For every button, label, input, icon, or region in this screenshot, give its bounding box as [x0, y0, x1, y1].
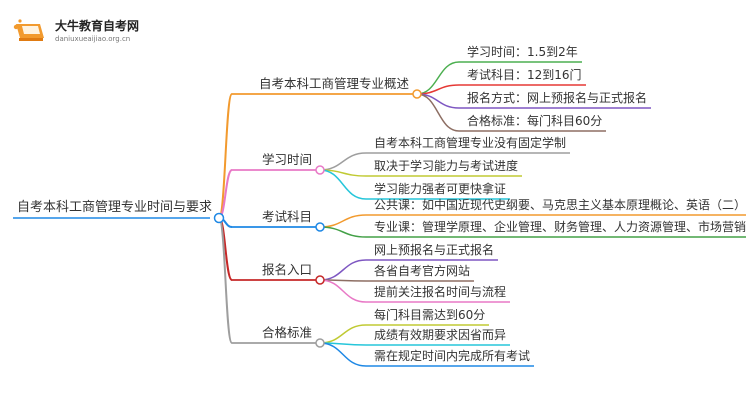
node-root — [213, 212, 225, 224]
node-branch-overview — [412, 89, 422, 99]
connector-leaf-pass-1 — [319, 324, 367, 344]
connector-leaf-study-1 — [319, 152, 367, 171]
node-branch-registration — [315, 275, 325, 285]
logo-name: 大牛教育自考网 — [55, 19, 140, 33]
root-node: 自考本科工商管理专业时间与要求 — [17, 200, 213, 215]
connector-root-branch-pass-standard — [218, 217, 233, 344]
leaf-overview-2: 考试科目：12到16门 — [467, 68, 582, 82]
node-branch-pass-standard — [315, 338, 325, 348]
leaf-reg-2: 各省自考官方网站 — [374, 264, 471, 278]
leaf-study-2: 取决于学习能力与考试进度 — [374, 159, 519, 173]
leaf-overview-4: 合格标准：每门科目60分 — [467, 114, 603, 128]
leaf-study-3: 学习能力强者可更快拿证 — [374, 182, 507, 196]
node-branch-study-time — [315, 165, 325, 175]
branch-exam-subjects: 考试科目 — [262, 209, 313, 224]
logo-url: daniuxueaijiao.org.cn — [55, 35, 131, 43]
connector-leaf-subjects-1 — [319, 214, 367, 228]
branch-registration: 报名入口 — [262, 262, 313, 277]
connector-leaf-subjects-2 — [319, 226, 367, 238]
leaf-overview-3: 报名方式：网上预报名与正式报名 — [467, 91, 648, 105]
connector-leaf-pass-3 — [319, 342, 367, 367]
logo-book-icon — [13, 19, 44, 41]
leaf-pass-1: 每门科目需达到60分 — [374, 308, 486, 322]
leaf-study-1: 自考本科工商管理专业没有固定学制 — [374, 136, 567, 150]
connector-leaf-reg-3 — [319, 279, 367, 303]
branch-overview: 自考本科工商管理专业概述 — [259, 76, 410, 91]
connector-leaf-study-3 — [319, 169, 367, 200]
leaf-subjects-2: 专业课：管理学原理、企业管理、财务管理、人力资源管理、市场营销 — [374, 220, 747, 234]
connector-leaf-overview-4 — [416, 93, 460, 132]
leaf-pass-3: 需在规定时间内完成所有考试 — [374, 349, 531, 363]
node-branch-exam-subjects — [315, 222, 325, 232]
branch-pass-standard: 合格标准 — [262, 325, 313, 340]
branch-study-time: 学习时间 — [262, 152, 313, 167]
connector-leaf-reg-1 — [319, 259, 367, 281]
leaf-subjects-1: 公共课：如中国近现代史纲要、马克思主义基本原理概论、英语（二） — [374, 198, 747, 212]
leaf-overview-1: 学习时间：1.5到2年 — [467, 45, 578, 59]
leaf-reg-1: 网上预报名与正式报名 — [374, 243, 495, 257]
leaf-pass-2: 成绩有效期要求因省而异 — [374, 328, 507, 342]
leaf-reg-3: 提前关注报名时间与流程 — [374, 285, 507, 299]
